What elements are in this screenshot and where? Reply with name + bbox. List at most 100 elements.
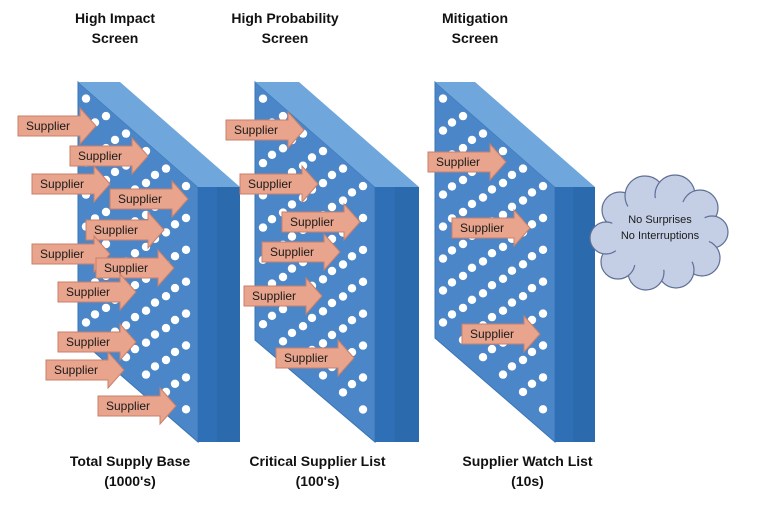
supplier-arrow (95, 248, 175, 288)
filter-hole (278, 272, 288, 282)
filter-hole (358, 277, 368, 286)
filter-hole (318, 307, 328, 316)
filter-hole (518, 164, 528, 173)
supplier-arrow-label: Supplier (284, 351, 328, 365)
filter-hole (538, 373, 548, 382)
filter-hole (507, 298, 517, 307)
supplier-arrow (427, 142, 507, 182)
filter-hole (458, 303, 468, 313)
filter-hole (447, 278, 457, 287)
supplier-arrow-label: Supplier (470, 327, 514, 341)
outcome-cloud-icon (589, 174, 729, 291)
filter-hole (170, 315, 180, 325)
supplier-arrow-label: Supplier (78, 149, 122, 163)
filter-hole (267, 150, 277, 159)
filter-hole (438, 94, 448, 103)
filter-hole (458, 271, 468, 281)
supplier-arrow-label: Supplier (248, 177, 292, 191)
filter-hole (507, 362, 517, 371)
filter-hole (518, 260, 528, 269)
filter-hole (327, 298, 337, 308)
filter-hole (170, 283, 180, 293)
filter-hole (518, 355, 528, 365)
filter-hole (467, 263, 477, 272)
filter-hole (258, 320, 268, 329)
filter-hole (518, 387, 528, 397)
filter-hole (318, 178, 328, 188)
filter-hole (527, 283, 537, 293)
supplier-arrow-label: Supplier (26, 119, 70, 133)
supplier-arrow-label: Supplier (54, 363, 98, 377)
filter-hole (170, 379, 180, 388)
filter-hole (327, 330, 337, 340)
filter-hole (487, 312, 497, 322)
screen-panel-shade-1 (216, 187, 240, 442)
filter-hole (141, 370, 151, 379)
supplier-arrow-label: Supplier (460, 221, 504, 235)
filter-hole (338, 260, 348, 269)
screen-panel-shade-3 (573, 187, 595, 442)
filter-hole (101, 239, 111, 249)
filter-hole (538, 277, 548, 286)
filter-hole (161, 323, 171, 333)
filter-hole (347, 379, 357, 389)
filter-hole (307, 313, 317, 323)
filter-hole (527, 347, 537, 357)
filter-hole (338, 292, 348, 301)
filter-hole (278, 111, 288, 121)
filter-hole (161, 164, 171, 173)
screen-panel-top-2 (255, 82, 419, 187)
filter-hole (507, 266, 517, 275)
caption-critical-supplier-list: Critical Supplier List(100's) (249, 453, 386, 489)
filter-hole (478, 129, 488, 138)
filter-hole (121, 129, 131, 138)
filter-hole (447, 310, 457, 319)
filter-hole (538, 309, 548, 318)
filter-hole (327, 202, 337, 212)
filter-hole (181, 277, 191, 286)
supplier-arrow (45, 350, 125, 390)
filter-hole (287, 200, 297, 209)
filter-hole (327, 170, 337, 180)
filter-hole (130, 281, 140, 290)
supplier-arrow-label: Supplier (106, 399, 150, 413)
filter-hole (258, 94, 268, 103)
supplier-arrow-label: Supplier (118, 192, 162, 206)
filter-hole (447, 182, 457, 191)
filter-hole (538, 341, 548, 350)
filter-hole (110, 135, 120, 145)
filter-hole (150, 362, 160, 371)
filter-hole (141, 338, 151, 347)
filter-hole (327, 266, 337, 276)
filter-hole (150, 298, 160, 307)
supplier-arrow-label: Supplier (66, 335, 110, 349)
filter-hole (278, 144, 288, 153)
supplier-arrow (97, 386, 177, 426)
filter-hole (447, 118, 457, 127)
filter-hole (498, 370, 508, 379)
filter-hole (478, 289, 488, 298)
filter-hole (467, 199, 477, 209)
filter-hole (527, 379, 537, 388)
filter-hole (467, 295, 477, 304)
filter-hole (507, 170, 517, 180)
filter-hole (347, 252, 357, 261)
supplier-arrow (31, 164, 111, 204)
filter-hole (161, 292, 171, 301)
filter-hole (458, 143, 468, 153)
filter-hole (487, 344, 497, 354)
supplier-arrow-label: Supplier (40, 177, 84, 191)
filter-hole (130, 249, 140, 258)
filter-hole (101, 111, 111, 121)
filter-hole (298, 161, 308, 170)
filter-hole (438, 126, 448, 135)
supplier-arrow-label: Supplier (270, 245, 314, 259)
supplier-arrow (239, 164, 319, 204)
supplier-arrow (243, 276, 323, 316)
supplier-arrow (57, 322, 137, 362)
filter-hole (181, 245, 191, 254)
filter-hole (507, 202, 517, 211)
filter-hole (518, 196, 528, 205)
